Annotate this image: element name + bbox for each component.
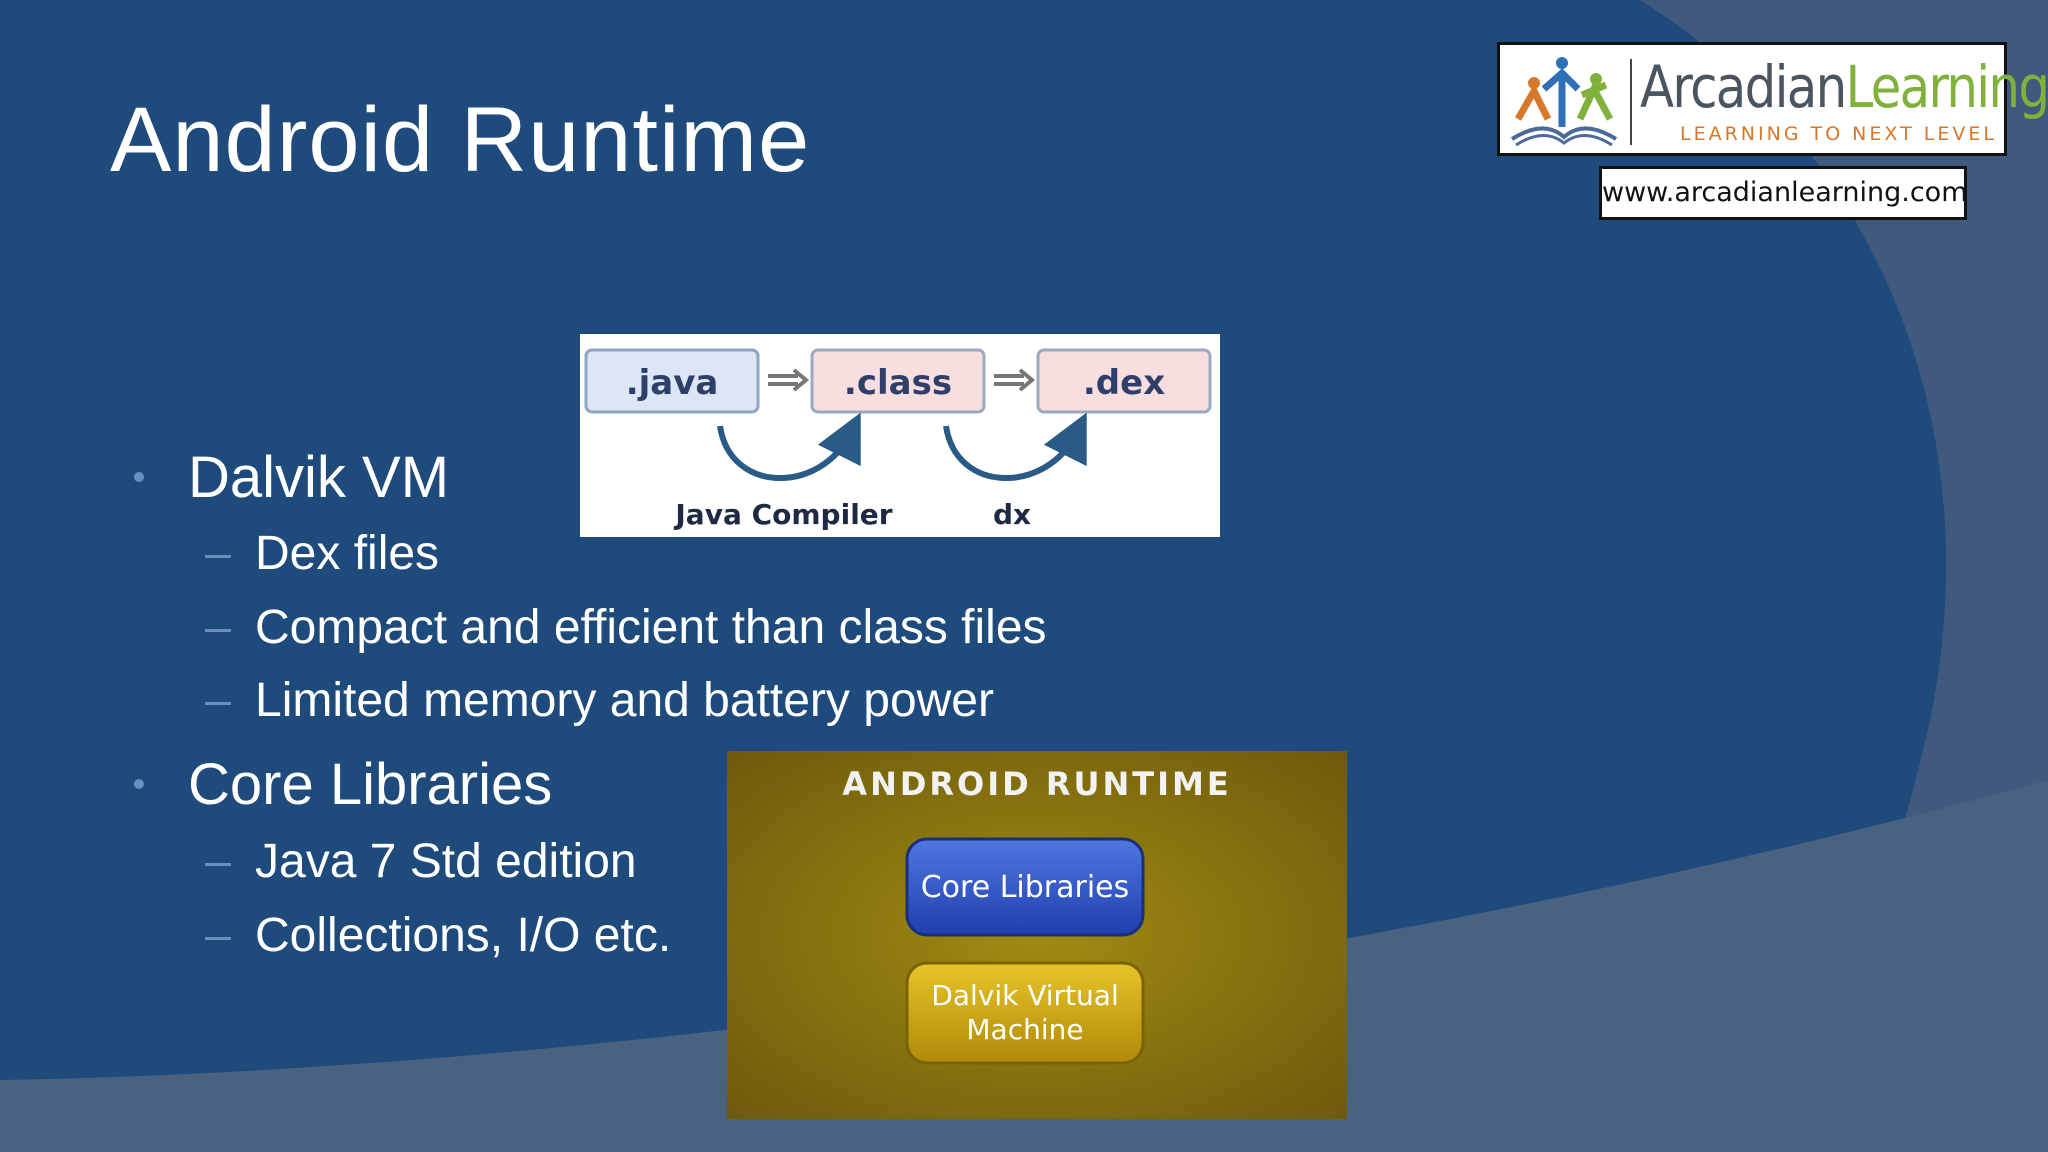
android-runtime-diagram: ANDROID RUNTIME Core Libraries Dalvik Vi… (727, 751, 1347, 1119)
bullet-dalvik-vm: Dalvik VM (134, 444, 450, 511)
sub-bullet-text: Collections, I/O etc. (255, 909, 672, 962)
sub-bullet-marker (205, 863, 231, 866)
bullet-core-libraries: Core Libraries (134, 751, 553, 818)
logo-word-arcadian: Arcadian (1640, 53, 1847, 121)
sub-bullet-text: Dex files (255, 527, 440, 580)
compile-pipeline-diagram: .java .class .dex Java Compiler dx (580, 334, 1220, 537)
stage-dex-label: .dex (1083, 363, 1165, 403)
sub-bullet-java7: Java 7 Std edition (205, 834, 637, 889)
core-libraries-label: Core Libraries (921, 870, 1130, 905)
right-arrow-icon (768, 368, 810, 392)
stage-class-label: .class (844, 363, 952, 403)
slide-title: Android Runtime (110, 89, 811, 191)
logo-tagline: LEARNING TO NEXT LEVEL (1680, 123, 1997, 145)
step-dx: dx (993, 498, 1031, 531)
sub-bullet-marker (205, 937, 231, 940)
bullet-marker (134, 779, 144, 789)
dalvik-vm-box: Dalvik Virtual Machine (905, 961, 1145, 1065)
logo-figures-icon (1510, 57, 1618, 147)
stage-java-label: .java (626, 363, 719, 403)
step-java-compiler: Java Compiler (673, 498, 892, 531)
stage-dex-box: .dex (1036, 348, 1212, 414)
sub-bullet-text: Compact and efficient than class files (255, 601, 1047, 654)
logo-divider (1630, 59, 1632, 145)
dalvik-vm-label-line2: Machine (966, 1013, 1083, 1046)
website-url: www.arcadianlearning.com (1599, 166, 1968, 220)
sub-bullet-memory: Limited memory and battery power (205, 673, 994, 728)
sub-bullet-compact: Compact and efficient than class files (205, 600, 1047, 655)
bullet-text: Core Libraries (188, 752, 553, 817)
bullet-text: Dalvik VM (188, 445, 450, 510)
sub-bullet-dex-files: Dex files (205, 526, 440, 581)
sub-bullet-text: Java 7 Std edition (255, 835, 637, 888)
sub-bullet-collections: Collections, I/O etc. (205, 908, 672, 963)
sub-bullet-marker (205, 629, 231, 632)
dalvik-vm-label-line1: Dalvik Virtual (931, 979, 1118, 1012)
core-libraries-box: Core Libraries (905, 837, 1145, 937)
arcadian-learning-logo: ArcadianLearning LEARNING TO NEXT LEVEL (1497, 42, 2048, 156)
sub-bullet-text: Limited memory and battery power (255, 674, 994, 727)
curved-arrow-icon (717, 412, 861, 481)
runtime-heading: ANDROID RUNTIME (842, 765, 1231, 803)
logo-word-learning: Learning (1845, 53, 2048, 121)
sub-bullet-marker (205, 702, 231, 705)
bullet-marker (134, 472, 144, 482)
sub-bullet-marker (205, 555, 231, 558)
stage-class-box: .class (810, 348, 986, 414)
logo-wordmark: ArcadianLearning (1640, 53, 2048, 121)
right-arrow-icon (994, 368, 1036, 392)
stage-java-box: .java (584, 348, 760, 414)
curved-arrow-icon (943, 412, 1087, 481)
